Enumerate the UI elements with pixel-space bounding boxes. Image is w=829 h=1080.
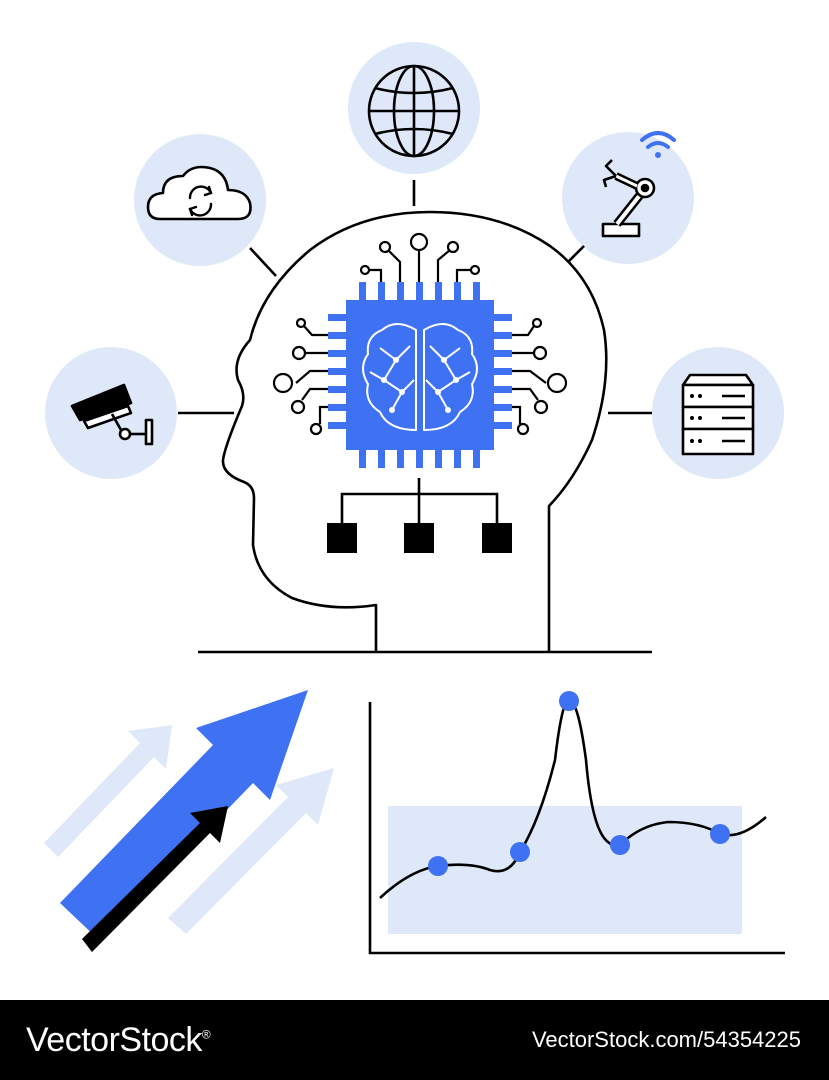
ai-illustration (44, 42, 785, 955)
connector-line (249, 247, 277, 277)
brand-name: VectorStock (26, 1020, 202, 1059)
globe-icon (348, 42, 480, 174)
watermark-footer: VectorStock® VectorStock.com/54354225 (0, 1000, 829, 1080)
brand-logo[interactable]: VectorStock® (26, 1020, 211, 1060)
growth-arrow-icon (44, 690, 334, 952)
line-chart-icon (368, 691, 785, 955)
registered-mark: ® (201, 1027, 211, 1042)
connector-line (567, 245, 585, 263)
robot-arm-icon (562, 132, 694, 264)
brain-chip-icon (272, 232, 568, 468)
wifi-icon (640, 131, 676, 158)
cloud-sync-icon (134, 134, 266, 266)
network-hierarchy (327, 478, 512, 553)
server-rack-icon (652, 347, 784, 479)
head-outline (221, 210, 608, 652)
image-id-link[interactable]: VectorStock.com/54354225 (531, 1027, 801, 1052)
security-camera-icon (45, 347, 177, 479)
